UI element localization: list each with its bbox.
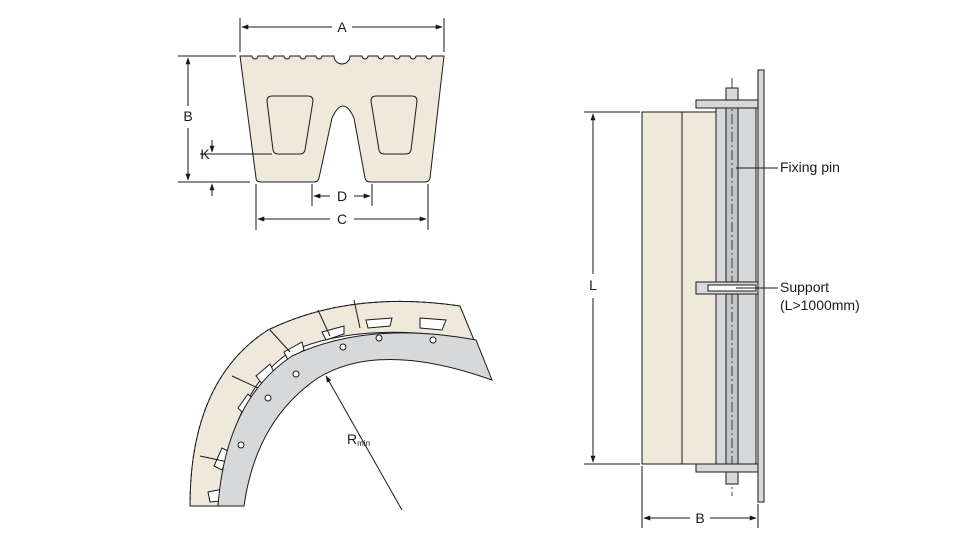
- curved-window: [283, 341, 305, 361]
- dim-l-label: L: [589, 277, 597, 293]
- bolt-hole: [264, 394, 272, 402]
- curved-metal-band: [217, 332, 493, 507]
- top-bracket: [695, 99, 759, 109]
- dim-b-side-label: B: [695, 510, 704, 526]
- top-nut: [725, 87, 739, 101]
- curved-window: [365, 317, 393, 329]
- bolt-hole: [237, 441, 245, 449]
- fixing-pin-label: Fixing pin: [780, 159, 840, 175]
- cross-section: A B K D C: [178, 18, 445, 230]
- dim-d-label: D: [337, 188, 347, 204]
- bolt-hole: [375, 334, 383, 342]
- dim-a-label: A: [337, 19, 347, 35]
- dim-k-label: K: [200, 146, 210, 162]
- bolt-hole: [339, 343, 347, 351]
- curved-window: [321, 325, 345, 341]
- curved-window: [419, 317, 447, 331]
- dim-b-label: B: [183, 108, 192, 124]
- cross-section-window-left: [266, 95, 314, 155]
- support-note: (L>1000mm): [780, 297, 860, 313]
- dim-c-label: C: [337, 211, 347, 227]
- curved-view: Rmin: [189, 299, 493, 511]
- support-label: Support: [780, 279, 829, 295]
- side-back-plate: [757, 69, 765, 503]
- side-belt-body: [641, 111, 683, 465]
- cross-section-window-right: [370, 95, 418, 155]
- bottom-bracket: [695, 463, 759, 473]
- bottom-nut: [725, 471, 739, 485]
- rmin-label: Rmin: [347, 431, 370, 448]
- bolt-hole: [429, 336, 437, 344]
- side-view: L B Fixing pin Support (L>1000mm): [584, 69, 860, 528]
- bolt-hole: [292, 370, 300, 378]
